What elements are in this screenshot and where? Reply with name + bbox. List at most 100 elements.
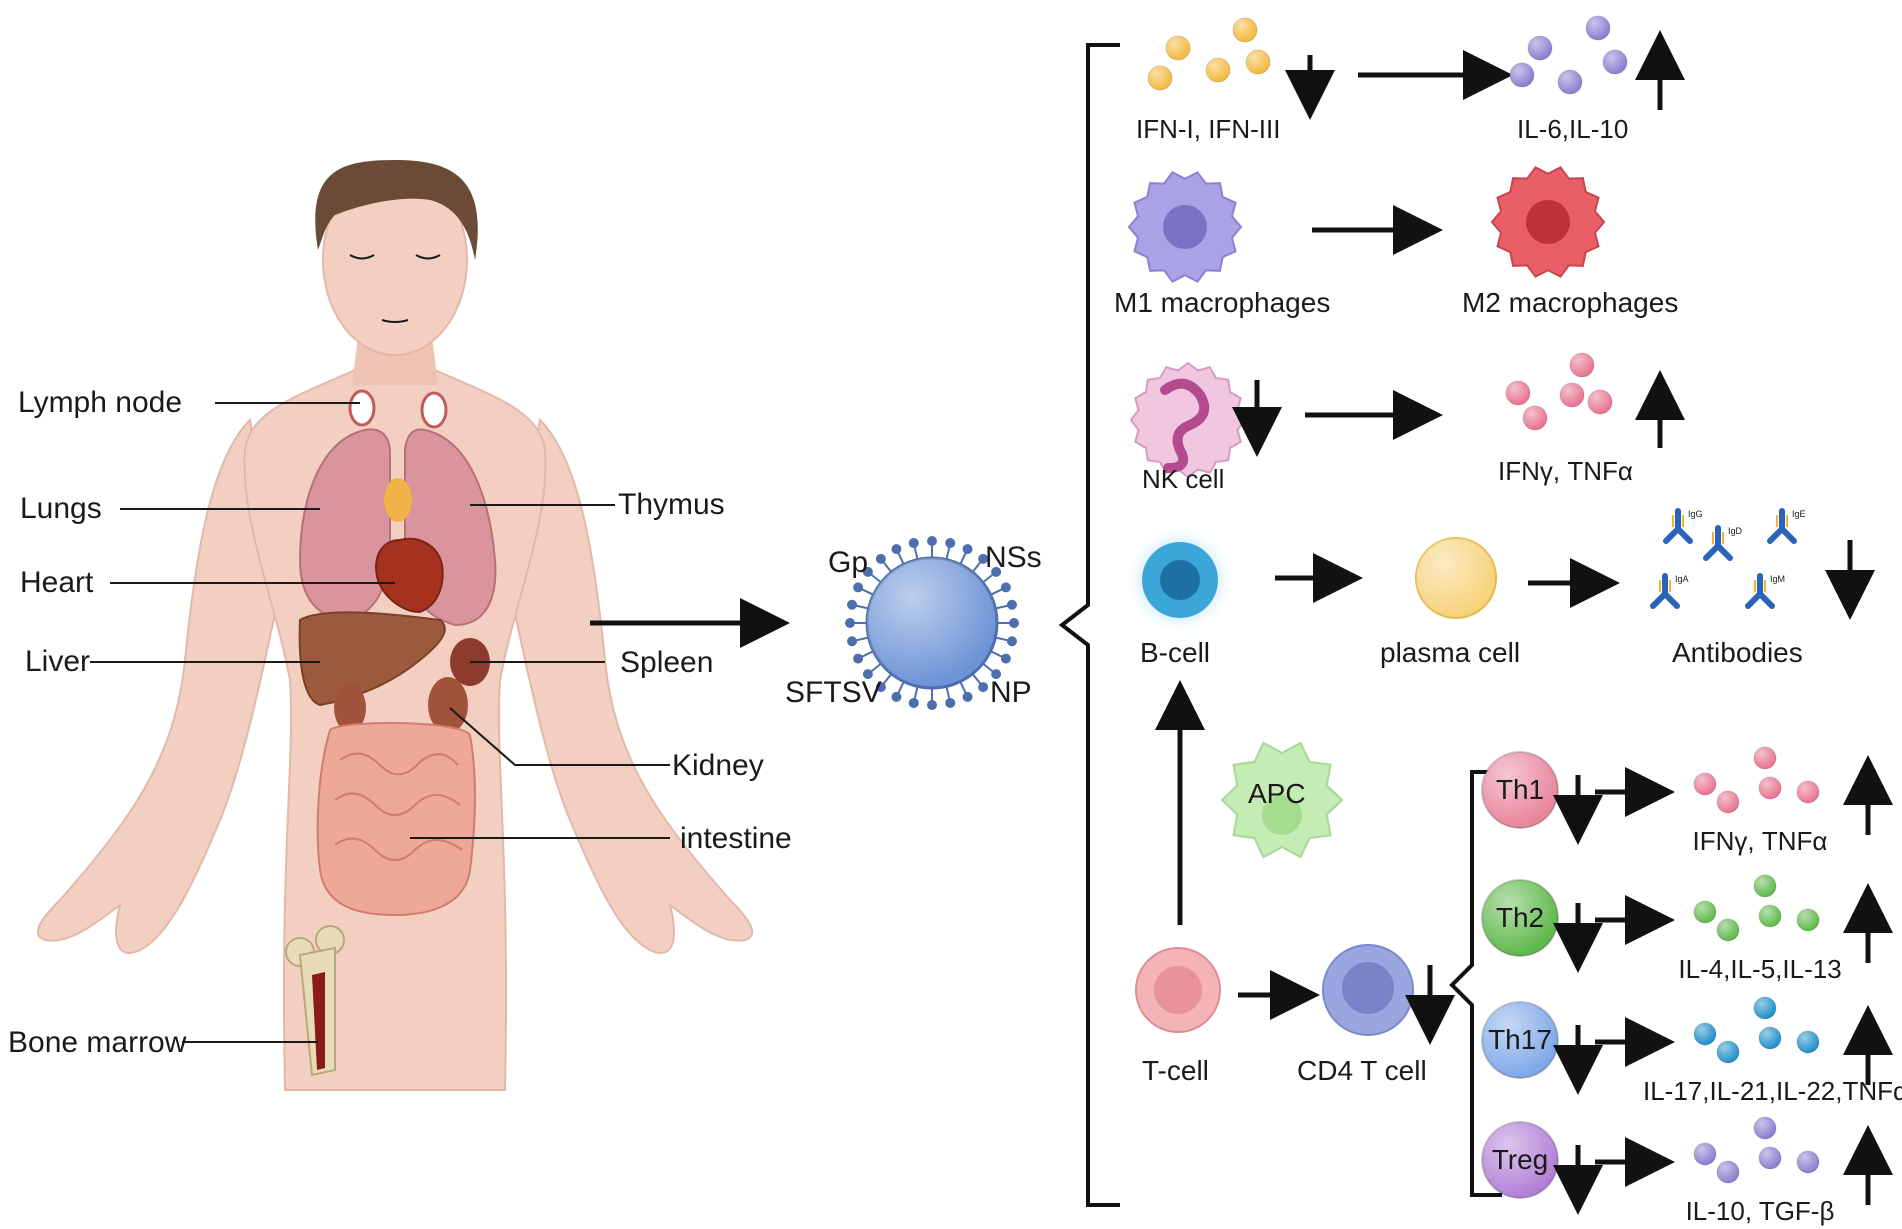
cytokine-dot-shine — [1586, 16, 1610, 40]
label-lungs: Lungs — [20, 492, 102, 525]
label-nk-cell: NK cell — [1142, 464, 1224, 494]
kidney-organ-left — [334, 684, 366, 732]
cytokine-dot-shine — [1759, 777, 1781, 799]
label-lymph-node: Lymph node — [18, 386, 182, 419]
cytokine-dot-shine — [1717, 1041, 1739, 1063]
apc-cell-icon — [1220, 741, 1344, 859]
virus-spike-tip — [1009, 618, 1019, 628]
virus-spike-tip — [862, 566, 873, 577]
virus-spike-tip — [908, 697, 919, 708]
t-cell-icon — [1135, 947, 1221, 1033]
cytokine-dot-shine — [1759, 905, 1781, 927]
label-cd4-t-cell: CD4 T cell — [1297, 1055, 1427, 1086]
th-name-label: Th1 — [1496, 774, 1544, 805]
virus-spike-tip — [908, 538, 919, 549]
cytokine-dot-shine — [1246, 50, 1270, 74]
label-apc: APC — [1248, 778, 1306, 809]
cytokine-dot-shine — [1558, 70, 1582, 94]
cytokine-dot-shine — [1560, 383, 1584, 407]
intestine-folds — [334, 752, 463, 861]
cytokine-dot-shine — [1588, 390, 1612, 414]
label-m1-macrophages: M1 macrophages — [1114, 287, 1330, 318]
plasma-cell-icon — [1415, 537, 1497, 619]
virus-spike-tip — [991, 669, 1002, 680]
cytokine-dot-shine — [1570, 353, 1594, 377]
eyes — [349, 254, 441, 260]
main-brace — [1058, 43, 1120, 1207]
heart-organ — [375, 537, 444, 614]
antibody-type-label: IgM — [1770, 574, 1785, 584]
virus-spike-tip — [847, 599, 858, 610]
femur-bone — [285, 925, 345, 1077]
sftsv-virus-icon — [845, 536, 1019, 710]
cytokine-dot-shine — [1148, 66, 1172, 90]
intestine-organ — [316, 722, 476, 917]
body-leader-lines — [90, 402, 670, 1043]
cytokine-dot-shine — [1759, 1027, 1781, 1049]
label-bone-marrow: Bone marrow — [8, 1026, 187, 1059]
cytokine-dot-shine — [1717, 919, 1739, 941]
th-name-label: Th2 — [1496, 902, 1544, 933]
virus-spike-tip — [862, 669, 873, 680]
antibody-y-icon: IgA — [1650, 573, 1689, 609]
th-cell-shine — [1482, 1122, 1558, 1198]
th-name-label: Th17 — [1488, 1024, 1552, 1055]
label-np: NP — [990, 676, 1032, 709]
virus-spike-tip — [927, 700, 937, 710]
cytokine-dot-shine — [1694, 773, 1716, 795]
cytokine-dot-shine — [1797, 1031, 1819, 1053]
cytokine-dot-shine — [1528, 36, 1552, 60]
label-plasma-cell: plasma cell — [1380, 637, 1520, 668]
cytokine-dot-shine — [1603, 50, 1627, 74]
virus-spike-tip — [962, 544, 973, 555]
cytokine-dot-shine — [1754, 875, 1776, 897]
label-ifng-tnfa-row3: IFNγ, TNFα — [1498, 456, 1633, 486]
cytokine-dot-shine — [1754, 1117, 1776, 1139]
liver-organ — [298, 611, 446, 707]
th-cytokine-label: IL-4,IL-5,IL-13 — [1678, 954, 1841, 984]
cytokine-dot-shine — [1506, 381, 1530, 405]
virus-spike-tip — [978, 553, 989, 564]
label-sftsv: SFTSV — [785, 676, 882, 709]
thymus-organ — [384, 478, 412, 522]
antibody-y-icon: IgG — [1663, 508, 1703, 544]
label-b-cell: B-cell — [1140, 637, 1210, 668]
cd4-t-cell-icon — [1322, 944, 1414, 1036]
label-thymus: Thymus — [618, 488, 725, 521]
cytokine-dot-shine — [1717, 1161, 1739, 1183]
ifng-tnfa-cytokines-icon — [1505, 352, 1613, 431]
lymph-node-left — [348, 389, 376, 427]
cytokine-dot-shine — [1510, 63, 1534, 87]
th-brace — [1449, 770, 1502, 1197]
il6-il10-cytokines-icon — [1509, 15, 1628, 95]
antibody-type-label: IgA — [1675, 574, 1689, 584]
virus-spike-tip — [945, 538, 956, 549]
cytokine-dot-shine — [1754, 997, 1776, 1019]
virus-spike-tip — [1006, 636, 1017, 647]
cytokine-dot-shine — [1694, 1143, 1716, 1165]
label-spleen: Spleen — [620, 646, 713, 679]
virus-spike-tip — [891, 691, 902, 702]
cytokine-dot-shine — [1233, 18, 1257, 42]
left-arm — [36, 417, 282, 954]
virus-spike-tip — [927, 536, 937, 546]
virus-spike-tip — [945, 697, 956, 708]
virus-spike-tip — [847, 636, 858, 647]
virus-spike-tip — [1000, 653, 1011, 664]
m2-macrophage-icon — [1490, 166, 1606, 278]
th-cell-shine — [1482, 752, 1558, 828]
cytokine-dot-shine — [1797, 1151, 1819, 1173]
label-t-cell: T-cell — [1142, 1055, 1209, 1086]
mouth — [381, 319, 409, 323]
cytokine-dot-shine — [1797, 781, 1819, 803]
cytokine-dot-shine — [1694, 1023, 1716, 1045]
label-intestine: intestine — [680, 822, 792, 855]
th-cytokine-label: IFNγ, TNFα — [1693, 826, 1828, 856]
label-gp: Gp — [828, 546, 868, 579]
kidney-organ — [428, 677, 468, 733]
cytokine-dot-shine — [1797, 909, 1819, 931]
virus-spike-tip — [991, 566, 1002, 577]
cytokine-dot-shine — [1206, 58, 1230, 82]
